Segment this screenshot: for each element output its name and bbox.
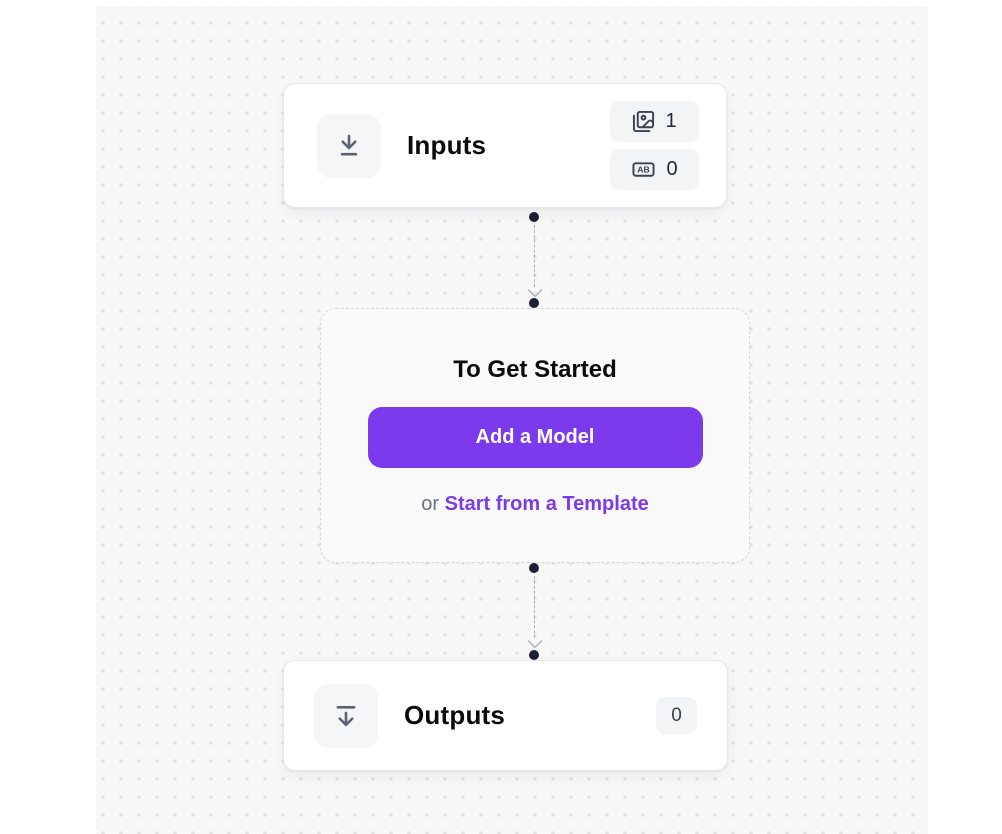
start-from-template-link[interactable]: Start from a Template	[444, 492, 649, 515]
template-link-row: or Start from a Template	[421, 493, 648, 516]
edge-line	[533, 576, 535, 638]
inputs-badge-column: 1 AB 0	[610, 101, 699, 190]
inputs-node[interactable]: Inputs 1 AB 0	[283, 83, 727, 208]
svg-text:AB: AB	[638, 165, 650, 175]
output-count-badge: 0	[656, 697, 697, 734]
arrow-down-from-line-icon	[314, 683, 378, 748]
get-started-node[interactable]: To Get Started Add a Model or Start from…	[320, 308, 750, 563]
inputs-node-title: Inputs	[407, 130, 487, 160]
ab-text-icon: AB	[632, 162, 655, 177]
edge-line	[533, 225, 535, 287]
arrowhead-down-icon	[527, 289, 543, 298]
text-count: 0	[666, 158, 678, 180]
arrow-down-to-line-icon	[317, 113, 381, 178]
or-text: or	[421, 492, 445, 515]
connection-handle[interactable]	[529, 563, 539, 573]
connection-handle[interactable]	[529, 298, 539, 308]
text-count-badge: AB 0	[610, 149, 699, 190]
outputs-node-title: Outputs	[404, 700, 506, 730]
connection-handle[interactable]	[529, 650, 539, 660]
image-count-badge: 1	[610, 101, 699, 142]
get-started-title: To Get Started	[453, 355, 617, 383]
arrowhead-down-icon	[527, 640, 543, 649]
outputs-node[interactable]: Outputs 0	[283, 660, 728, 771]
add-model-button[interactable]: Add a Model	[367, 406, 703, 468]
image-count: 1	[665, 110, 677, 132]
images-icon	[633, 110, 655, 133]
connection-handle[interactable]	[529, 212, 539, 222]
